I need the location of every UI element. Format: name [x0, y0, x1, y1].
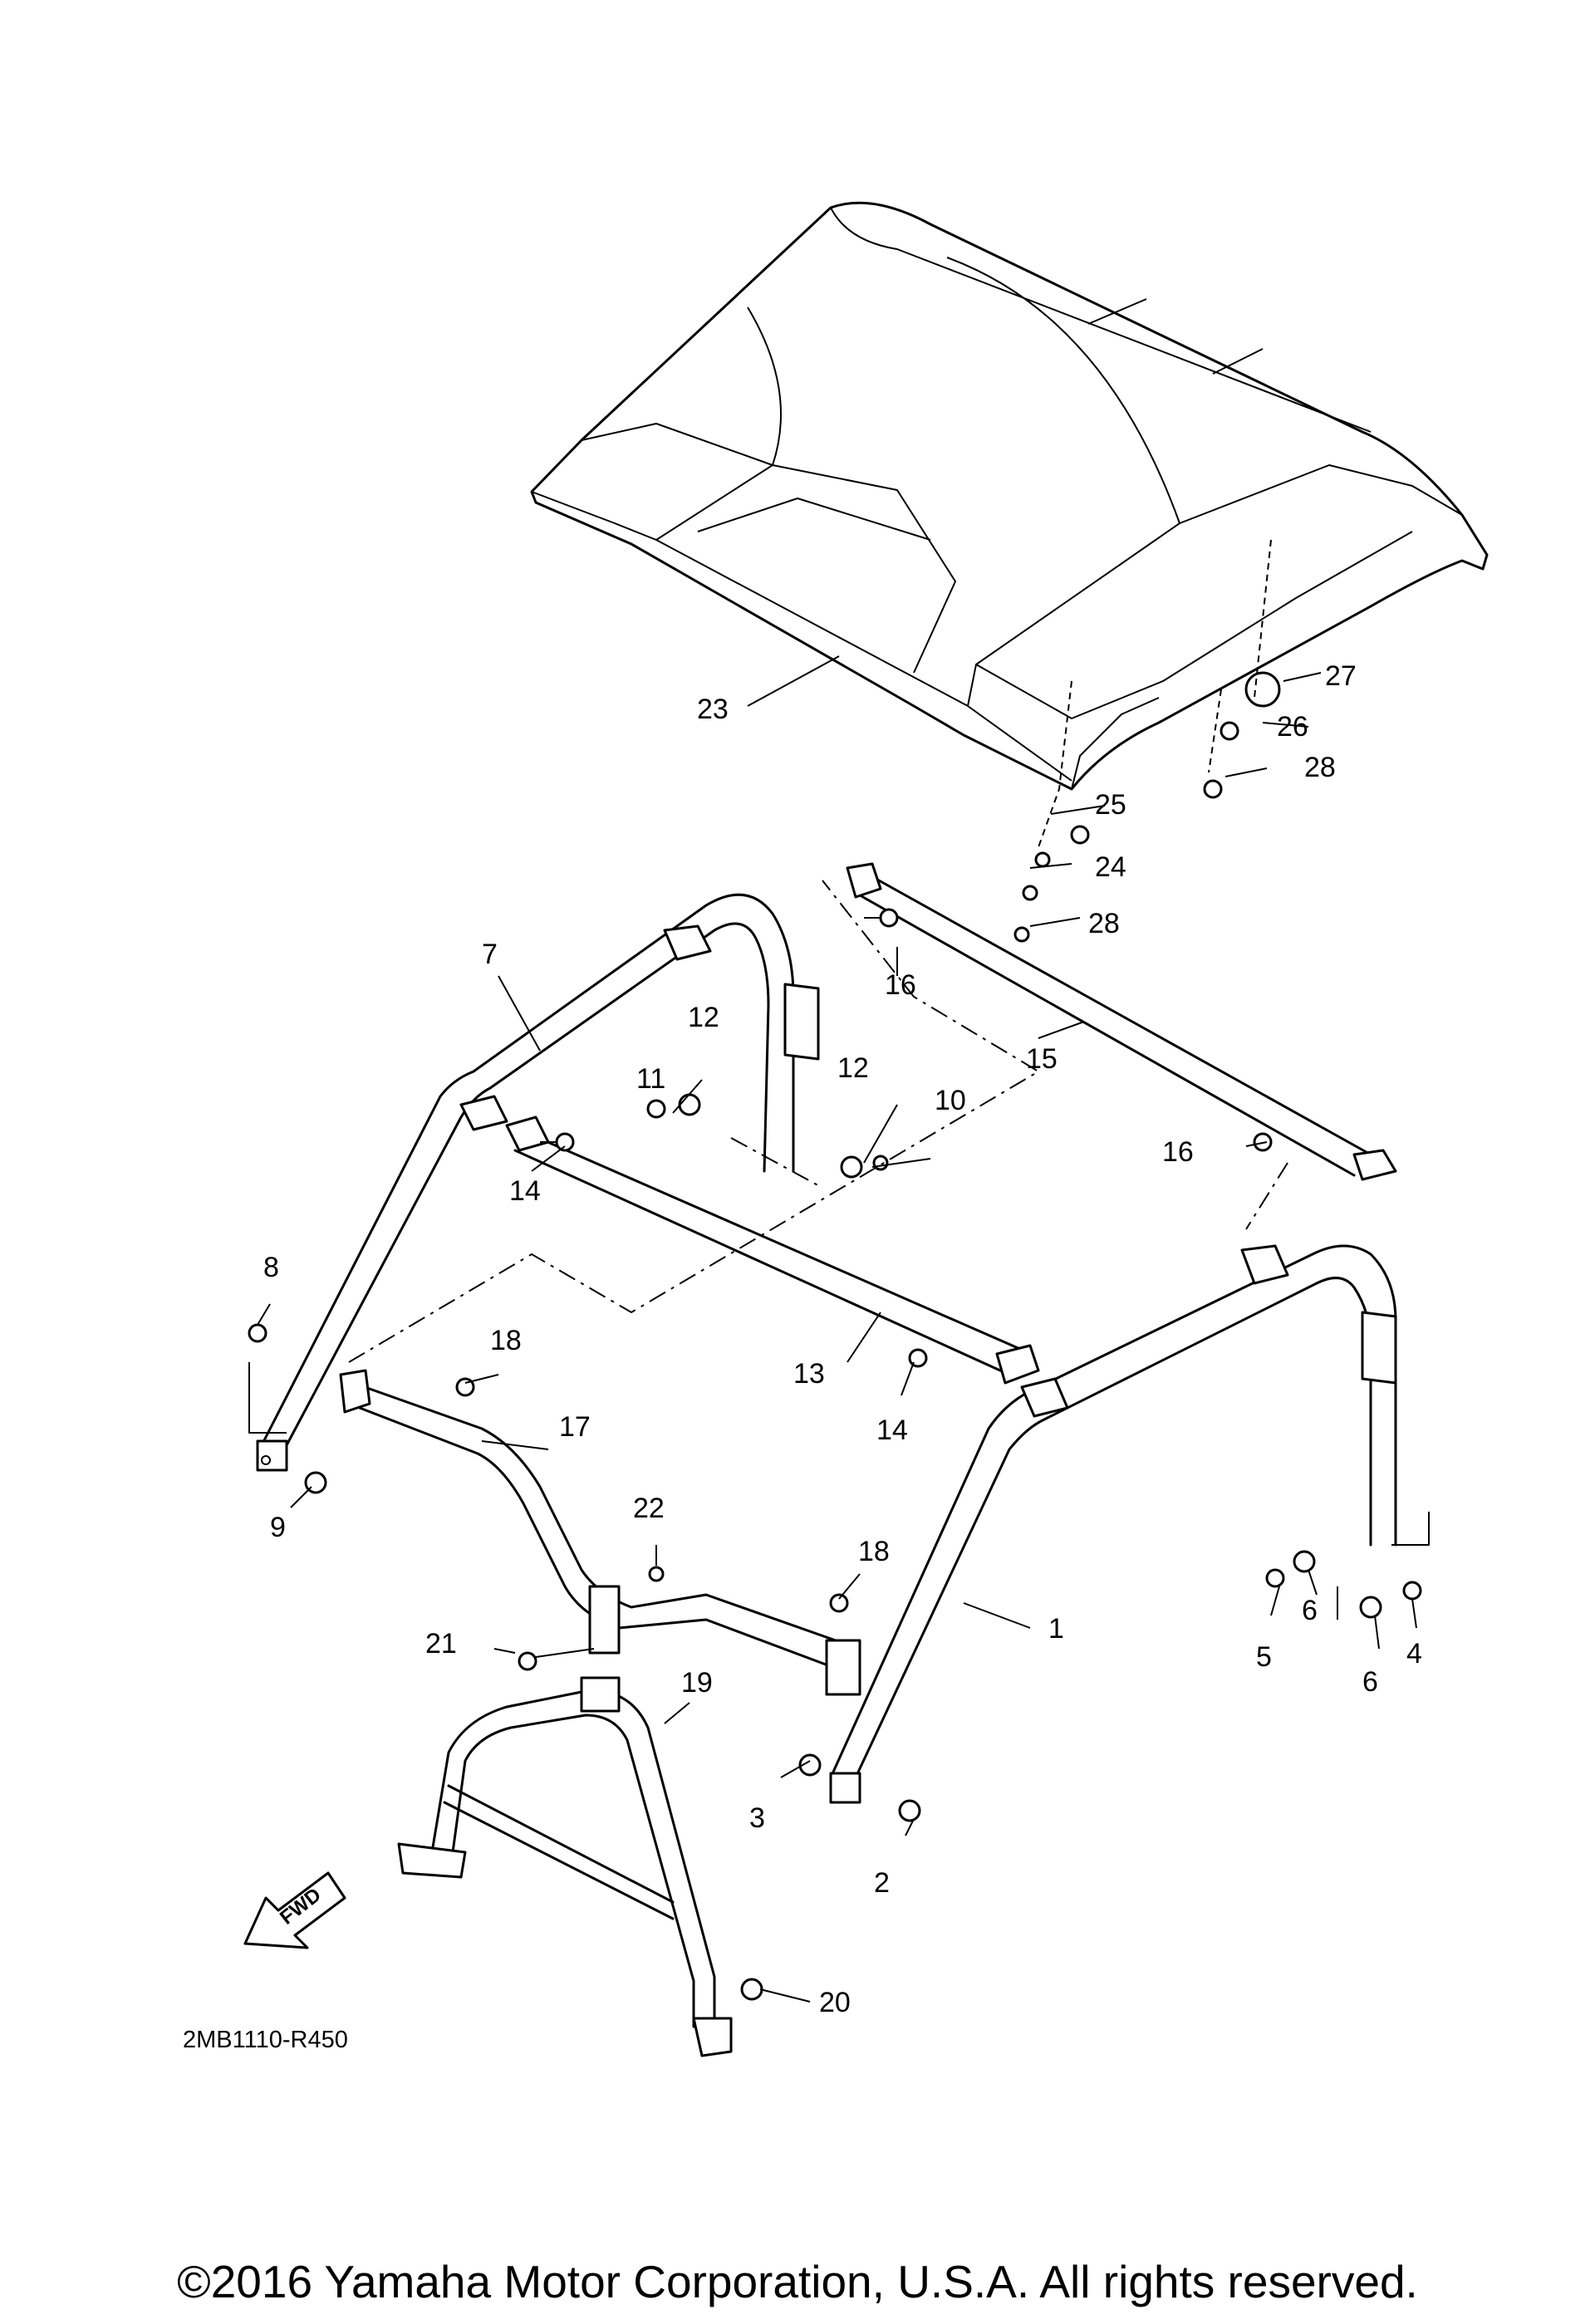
callout: 17: [559, 1411, 591, 1443]
callout: 16: [1162, 1136, 1194, 1168]
callout: 15: [1026, 1043, 1058, 1075]
callout-numbers: 1 2 3 4 5 6 6 7 8 9 10 11 12 12 13 14 14…: [263, 660, 1422, 2018]
callout: 9: [270, 1512, 286, 1543]
lower-bar-17: [339, 1369, 861, 1696]
callout: 21: [425, 1628, 457, 1660]
callout: 5: [1256, 1641, 1272, 1673]
rear-cross-bar-15: [846, 862, 1397, 1181]
alignment-lines: [248, 539, 1430, 1620]
left-rops-7: [256, 893, 820, 1472]
right-rops-1: [829, 1244, 1397, 1804]
callout: 2: [874, 1867, 890, 1899]
hardware: [248, 671, 1422, 2001]
copyright-notice: ©2016 Yamaha Motor Corporation, U.S.A. A…: [177, 2256, 1418, 2307]
callout: 11: [636, 1063, 665, 1095]
callout: 19: [681, 1667, 713, 1699]
callout: 13: [793, 1358, 825, 1390]
front-cross-bar-13: [505, 1115, 1040, 1385]
callout: 26: [1277, 711, 1308, 743]
callout: 16: [885, 969, 916, 1001]
callout: 6: [1302, 1595, 1318, 1626]
callout: 24: [1095, 851, 1126, 883]
callout: 8: [263, 1252, 279, 1283]
callout: 22: [633, 1493, 665, 1524]
callout: 14: [509, 1175, 541, 1207]
callout: 6: [1362, 1666, 1378, 1698]
callout: 1: [1048, 1613, 1064, 1645]
drawing-code: 2MB1110-R450: [183, 2027, 348, 2053]
fwd-arrow-icon: FWD: [243, 1871, 346, 1949]
leader-lines: [257, 655, 1417, 2003]
callout: 23: [697, 694, 729, 725]
callout: 14: [876, 1415, 908, 1446]
callout: 27: [1325, 660, 1357, 692]
callout: 28: [1088, 908, 1120, 939]
callout: 18: [858, 1536, 890, 1567]
callout: 3: [749, 1802, 765, 1834]
callout: 20: [819, 1987, 851, 2018]
callout: 18: [490, 1325, 522, 1356]
brace-19: [397, 1676, 733, 2057]
callout: 4: [1406, 1638, 1422, 1669]
callout: 25: [1095, 789, 1126, 821]
callout: 12: [837, 1052, 869, 1084]
callout: 12: [688, 1002, 719, 1033]
roof-23: [530, 201, 1489, 791]
callout: 28: [1304, 752, 1336, 783]
callout: 10: [935, 1085, 966, 1116]
callout: 7: [482, 939, 498, 970]
